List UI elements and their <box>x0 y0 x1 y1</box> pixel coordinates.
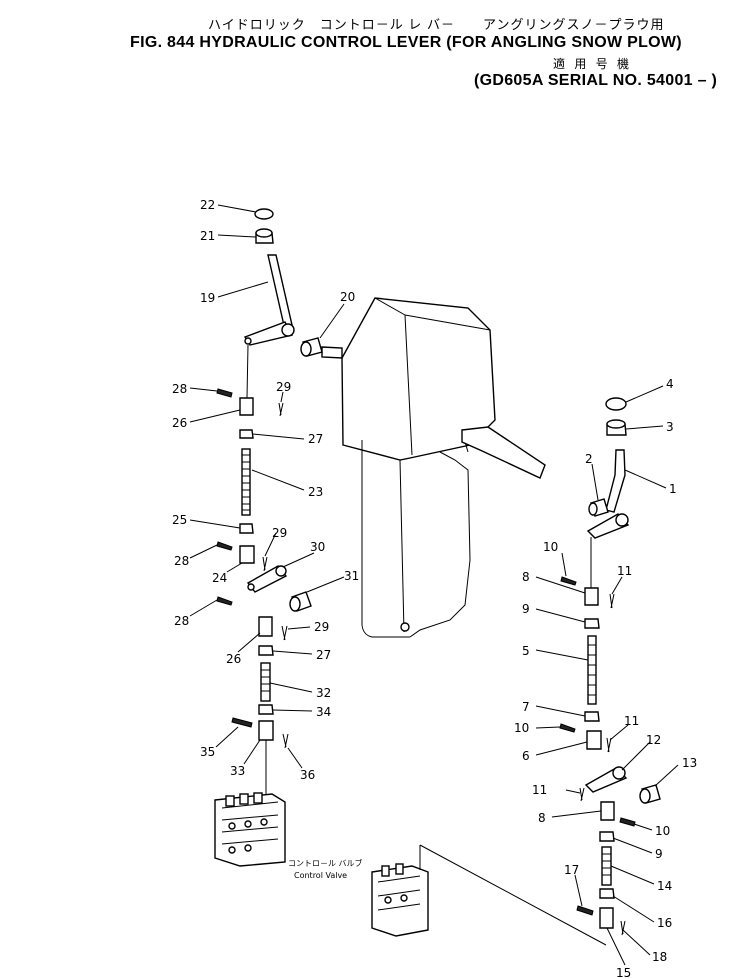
callout-24: 24 <box>212 571 227 585</box>
bolt-28 <box>216 388 233 398</box>
figure-title: FIG. 844 HYDRAULIC CONTROL LEVER (FOR AN… <box>130 34 682 51</box>
callout-27-b: 27 <box>316 648 331 662</box>
callout-1: 1 <box>669 482 677 496</box>
callout-9-b: 9 <box>655 847 663 861</box>
control-valve-right <box>371 863 429 937</box>
callout-35: 35 <box>200 745 215 759</box>
callout-18: 18 <box>652 950 667 964</box>
left-lever-assembly <box>216 208 323 800</box>
bolt-17 <box>576 905 594 916</box>
control-valve-en-label: Control Valve <box>294 871 347 880</box>
callout-30: 30 <box>310 540 325 554</box>
callout-2: 2 <box>585 452 593 466</box>
callout-9-a: 9 <box>522 602 530 616</box>
right-lever-assembly <box>559 397 661 936</box>
rod-23 <box>241 448 251 516</box>
callout-15: 15 <box>616 966 631 979</box>
callout-labels: 22 21 19 20 28 29 26 27 23 25 29 30 28 2… <box>172 198 697 979</box>
yoke-15 <box>599 907 614 929</box>
callout-27-a: 27 <box>308 432 323 446</box>
callout-20: 20 <box>340 290 355 304</box>
callout-6: 6 <box>522 749 530 763</box>
callout-26-b: 26 <box>226 652 241 666</box>
callout-11-b: 11 <box>624 714 639 728</box>
callout-leaders <box>189 204 679 966</box>
callout-13: 13 <box>682 756 697 770</box>
rod-14 <box>601 846 612 886</box>
callout-25: 25 <box>172 513 187 527</box>
callout-29-b: 29 <box>272 526 287 540</box>
yoke-33 <box>258 720 274 741</box>
control-valve-jp-label: コントロ－ル バルブ <box>288 858 363 868</box>
callout-34: 34 <box>316 705 331 719</box>
rod-5 <box>587 635 597 705</box>
callout-23: 23 <box>308 485 323 499</box>
control-valve-left <box>214 792 286 867</box>
yoke-26 <box>239 397 254 416</box>
callout-16: 16 <box>657 916 672 930</box>
rod-32 <box>260 662 271 702</box>
callout-8-b: 8 <box>538 811 546 825</box>
callout-22: 22 <box>200 198 215 212</box>
nut-7 <box>584 711 600 722</box>
nut-16 <box>599 888 615 899</box>
callout-3: 3 <box>666 420 674 434</box>
callout-28-b: 28 <box>174 554 189 568</box>
callout-29-c: 29 <box>314 620 329 634</box>
callout-21: 21 <box>200 229 215 243</box>
yoke-8 <box>584 587 599 606</box>
nut-9 <box>584 618 600 629</box>
yoke-24 <box>239 545 255 564</box>
nut-34 <box>258 704 274 715</box>
bolt-35 <box>231 717 253 728</box>
callout-12: 12 <box>646 733 661 747</box>
callout-28-c: 28 <box>174 614 189 628</box>
callout-26-a: 26 <box>172 416 187 430</box>
yoke-6 <box>586 730 602 750</box>
callout-8-a: 8 <box>522 570 530 584</box>
nut-25 <box>239 523 254 534</box>
callout-33: 33 <box>230 764 245 778</box>
callout-10-a: 10 <box>543 540 558 554</box>
callout-29-a: 29 <box>276 380 291 394</box>
callout-19: 19 <box>200 291 215 305</box>
serial-number-range: (GD605A SERIAL NO. 54001 – ) <box>474 72 718 89</box>
callout-10-b: 10 <box>514 721 529 735</box>
callout-10-c: 10 <box>655 824 670 838</box>
japanese-title: ハイドロリック コントロ－ル レ バ－ アングリングスノ－プラウ用 <box>208 17 665 32</box>
lever-1 <box>605 449 626 513</box>
callout-36: 36 <box>300 768 315 782</box>
cap-4 <box>605 397 627 411</box>
callout-11-c: 11 <box>532 783 547 797</box>
callout-7: 7 <box>522 700 530 714</box>
callout-17: 17 <box>564 863 579 877</box>
callout-11-a: 11 <box>617 564 632 578</box>
yoke-26-lower <box>258 616 273 637</box>
callout-28-a: 28 <box>172 382 187 396</box>
callout-4: 4 <box>666 377 674 391</box>
cap-22 <box>254 208 274 220</box>
lever-19 <box>267 254 293 332</box>
callout-31: 31 <box>344 569 359 583</box>
japanese-serial-label: 適 用 号 機 <box>553 57 633 71</box>
control-console-housing <box>321 297 546 638</box>
valve-link-line <box>419 844 607 946</box>
callout-32: 32 <box>316 686 331 700</box>
nut-27 <box>239 429 254 439</box>
callout-5: 5 <box>522 644 530 658</box>
callout-14: 14 <box>657 879 672 893</box>
